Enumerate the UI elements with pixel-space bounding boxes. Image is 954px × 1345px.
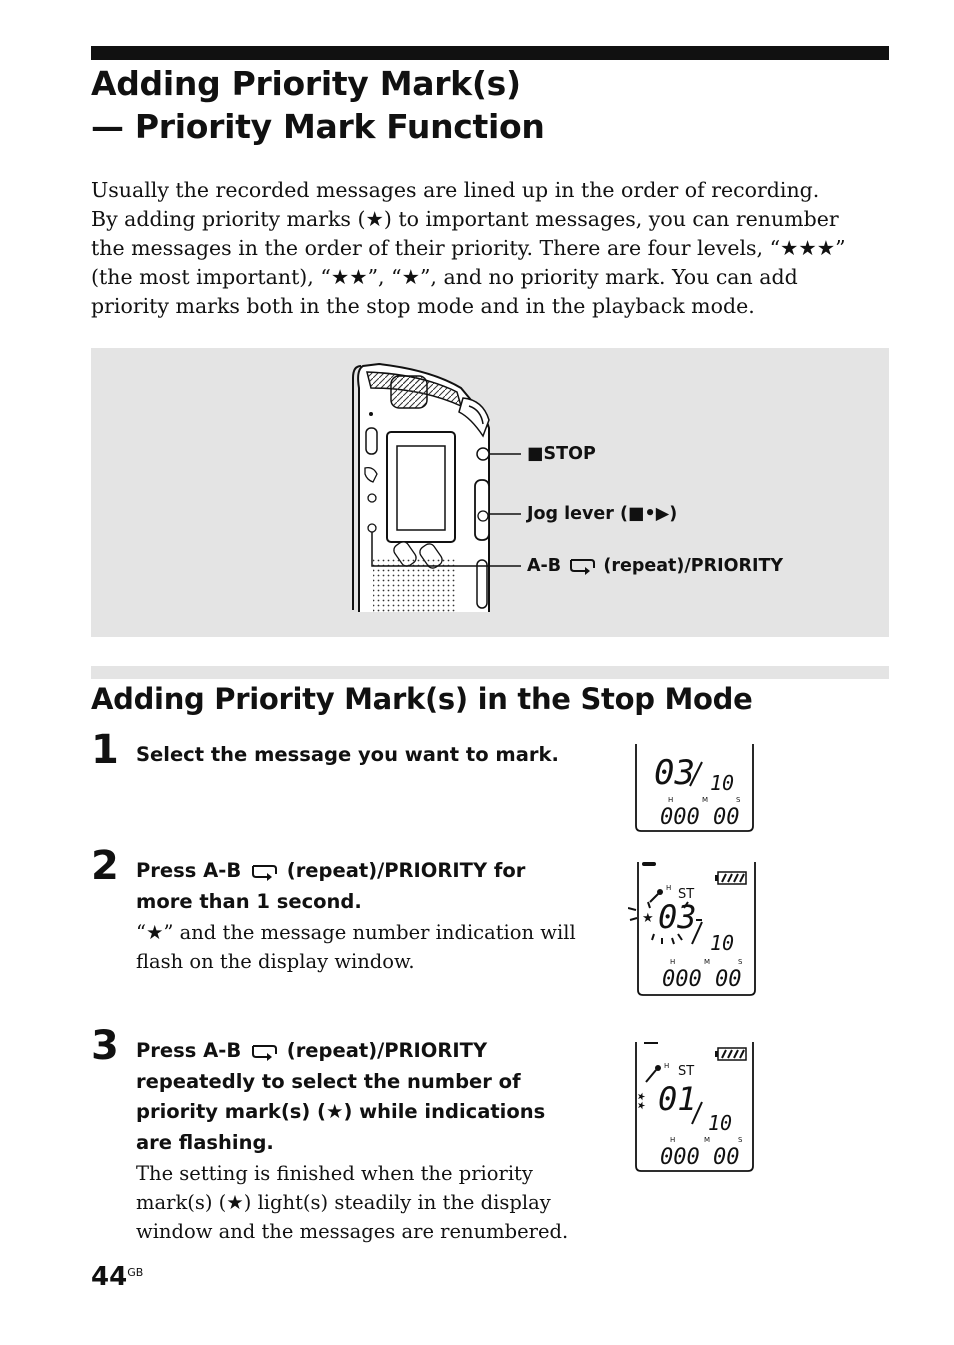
lcd-total: 10 <box>708 1111 732 1135</box>
lcd-total: 10 <box>710 771 734 795</box>
lcd-display-step-3: H ST ★★ 01 10 H M S 000 00 <box>635 1042 754 1172</box>
repeat-icon <box>570 559 596 575</box>
step-heading-prefix: Press A-B <box>136 859 242 882</box>
lcd-priority-stars: ★ <box>642 911 654 926</box>
lcd-display-step-2: H ST ★ 03 10 H M S 000 00 <box>628 862 756 996</box>
step-body: “★” and the message number indication wi… <box>136 918 576 976</box>
step-heading-line: more than 1 second. <box>136 889 362 913</box>
lcd-m: M <box>704 958 710 966</box>
lcd-rec-h: H <box>664 1062 669 1070</box>
intro-paragraph: Usually the recorded messages are lined … <box>91 176 891 321</box>
intro-line: the messages in the order of their prior… <box>91 236 846 260</box>
lcd-m: M <box>704 1136 710 1144</box>
intro-line: (the most important), “★★”, “★”, and no … <box>91 265 798 289</box>
section-rule <box>91 666 889 679</box>
lcd-s: S <box>738 958 743 966</box>
stop-callout: ■STOP <box>527 444 596 464</box>
lcd-display-step-1: 03 10 H M S 000 00 <box>635 744 754 832</box>
intro-line: Usually the recorded messages are lined … <box>91 178 820 202</box>
section-title: Adding Priority Mark(s) in the Stop Mode <box>91 682 753 716</box>
lcd-counter: 000 00 <box>660 1145 739 1170</box>
step-heading: Select the message you want to mark. <box>136 740 559 771</box>
intro-line: By adding priority marks (★) to importan… <box>91 207 839 231</box>
step-body-line: window and the messages are renumbered. <box>136 1220 569 1243</box>
page-title-line-2: — Priority Mark Function <box>91 107 545 146</box>
repeat-icon <box>251 864 277 881</box>
step-heading-text: (repeat)/PRIORITY for <box>286 859 526 882</box>
microphone-icon <box>649 889 663 903</box>
lcd-s: S <box>738 1136 743 1144</box>
ab-repeat-priority-callout: A-B (repeat)/PRIORITY <box>527 556 783 576</box>
voice-recorder-illustration <box>352 362 521 612</box>
lcd-total: 10 <box>710 931 734 955</box>
jog-lever-callout: Jog lever (■•▶) <box>527 504 678 524</box>
step-heading-text: (repeat)/PRIORITY <box>286 1039 488 1062</box>
page-number-suffix: GB <box>127 1266 144 1279</box>
lcd-priority-stars: ★★ <box>635 1092 646 1110</box>
step-heading-prefix: Press A-B <box>136 1039 242 1062</box>
lcd-mode: ST <box>678 887 694 902</box>
step-body: The setting is finished when the priorit… <box>136 1159 568 1246</box>
step-heading-line: Press A-B (repeat)/PRIORITY for <box>136 856 525 887</box>
step-heading: Press A-B (repeat)/PRIORITY repeatedly t… <box>136 1036 545 1158</box>
intro-line: priority marks both in the stop mode and… <box>91 294 755 318</box>
step-heading-line: Press A-B (repeat)/PRIORITY <box>136 1036 545 1067</box>
lcd-s: S <box>736 796 741 804</box>
page-title: Adding Priority Mark(s) — Priority Mark … <box>91 62 891 148</box>
lcd-rec-h: H <box>666 884 671 892</box>
page-number-value: 44 <box>91 1262 128 1292</box>
step-number: 1 <box>91 727 119 773</box>
page-number: 44GB <box>91 1262 143 1292</box>
microphone-icon <box>645 1065 661 1083</box>
lcd-mode: ST <box>678 1064 694 1079</box>
figure-panel: ■STOP Jog lever (■•▶) A-B (repeat)/PRIOR… <box>91 348 889 637</box>
flash-indicator-icon <box>628 901 702 945</box>
step-number: 2 <box>91 843 119 889</box>
lcd-message-number: 03 <box>658 898 697 936</box>
repeat-priority-label: (repeat)/PRIORITY <box>603 556 784 576</box>
repeat-icon <box>251 1044 277 1061</box>
step-body-line: “★” and the message number indication wi… <box>136 921 576 944</box>
battery-icon <box>715 1047 747 1061</box>
lcd-counter: 000 00 <box>662 967 741 992</box>
step-heading: Press A-B (repeat)/PRIORITY for more tha… <box>136 856 525 917</box>
step-heading-line: are flashing. <box>136 1130 274 1154</box>
lcd-message-number: 03 <box>654 753 695 793</box>
ab-label: A-B <box>527 556 562 576</box>
step-number: 3 <box>91 1023 119 1069</box>
top-rule <box>91 46 889 60</box>
step-body-line: The setting is finished when the priorit… <box>136 1162 533 1185</box>
lcd-h: H <box>670 958 675 966</box>
lcd-counter: 000 00 <box>660 805 739 830</box>
step-heading-line: Select the message you want to mark. <box>136 743 559 766</box>
lcd-h: H <box>668 796 673 804</box>
lcd-h: H <box>670 1136 675 1144</box>
step-heading-line: repeatedly to select the number of <box>136 1069 521 1093</box>
step-body-line: mark(s) (★) light(s) steadily in the dis… <box>136 1191 551 1214</box>
battery-icon <box>715 871 747 885</box>
lcd-m: M <box>702 796 708 804</box>
step-body-line: flash on the display window. <box>136 950 415 973</box>
step-heading-line: priority mark(s) (★) while indications <box>136 1100 546 1123</box>
page-title-line-1: Adding Priority Mark(s) <box>91 64 521 103</box>
lcd-message-number: 01 <box>658 1080 697 1118</box>
